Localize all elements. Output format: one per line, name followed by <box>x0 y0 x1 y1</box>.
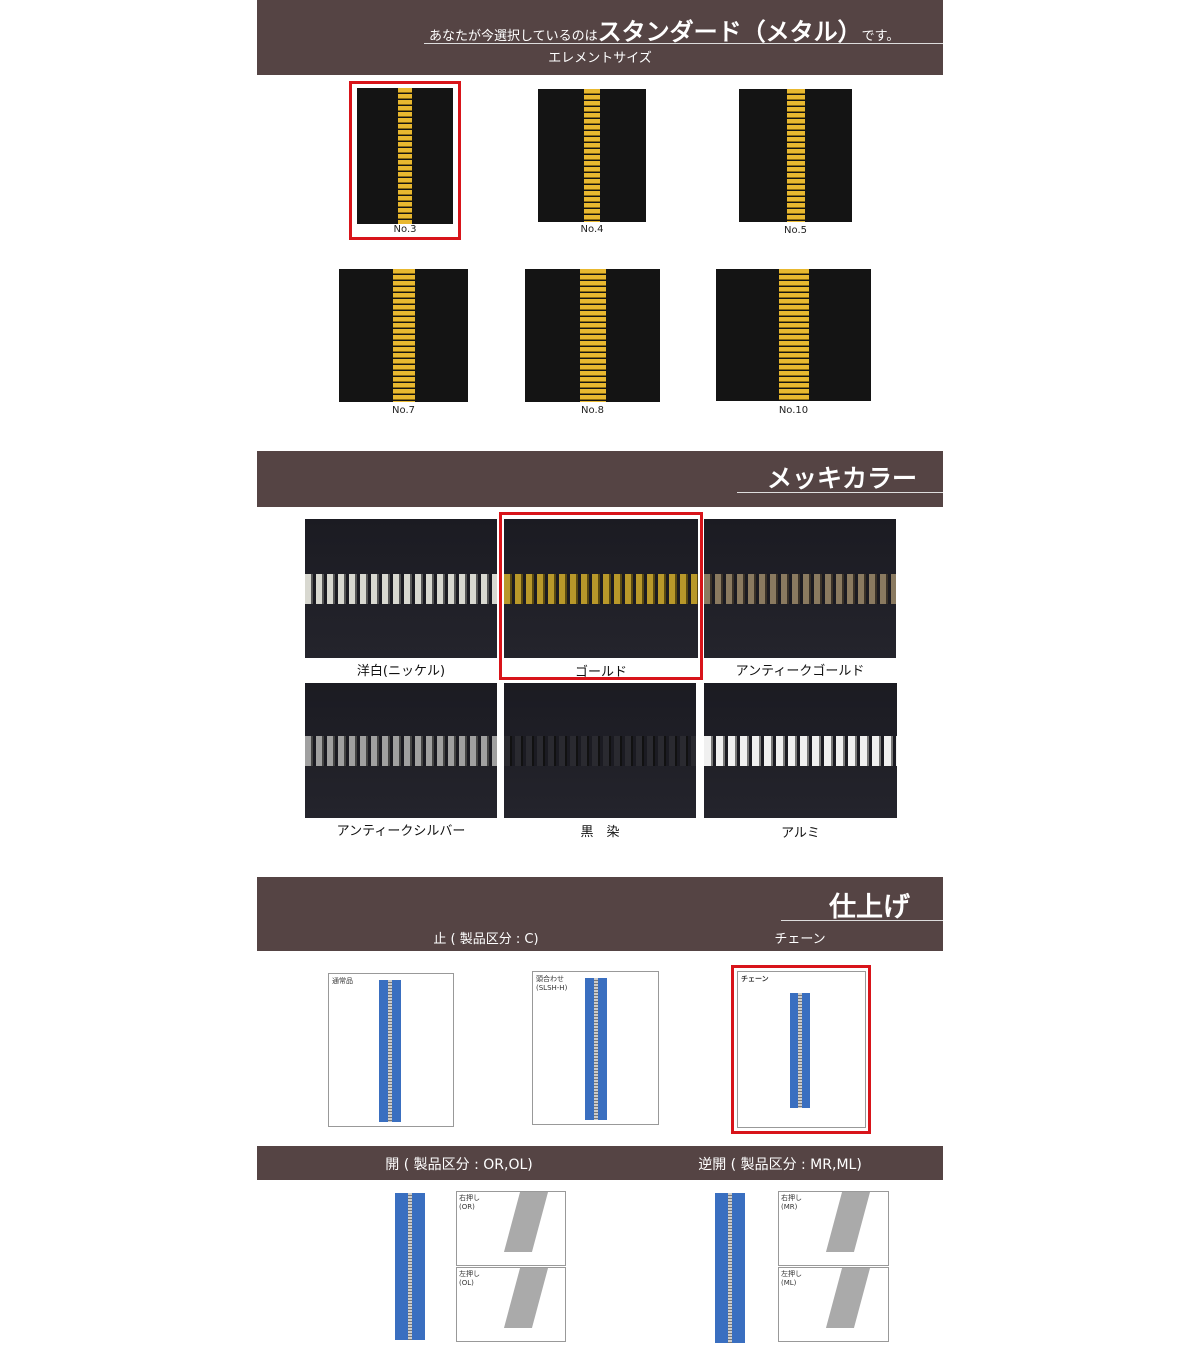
finish-option-standard[interactable]: 通常品 <box>328 973 454 1127</box>
diagram-caption: 左押し <box>459 1270 480 1278</box>
open-type-left: 開 ( 製品区分 : OR,OL) <box>385 1157 533 1173</box>
color-label: アンティークシルバー <box>336 824 466 839</box>
zipper-image <box>379 980 401 1122</box>
finish-option-head-to-head[interactable]: 頭合わせ(SLSH-H) <box>532 971 659 1125</box>
finish-caption-code: (SLSH-H) <box>536 984 568 992</box>
size-label: No.5 <box>784 225 807 236</box>
diagram-code: (ML) <box>781 1279 797 1287</box>
header-finish: 仕上げ 止 ( 製品区分 : C) チェーン <box>257 877 943 951</box>
section-subtitle: エレメントサイズ <box>548 51 652 66</box>
size-label: No.3 <box>393 224 417 235</box>
color-option-gold[interactable] <box>504 519 698 658</box>
diagram-mr: 右押し(MR) <box>778 1191 889 1266</box>
selected-highlight <box>731 965 871 1134</box>
hand-diagram <box>825 1268 871 1328</box>
color-option-antique-silver[interactable] <box>305 683 497 818</box>
divider <box>737 492 943 493</box>
size-option-no7[interactable] <box>339 269 468 402</box>
diagram-code: (OR) <box>459 1203 475 1211</box>
color-label: 黒 染 <box>580 825 620 840</box>
diagram-code: (OL) <box>459 1279 474 1287</box>
open-type-right: 逆開 ( 製品区分 : MR,ML) <box>698 1157 862 1173</box>
finish-caption: 頭合わせ <box>536 975 564 983</box>
diagram-or: 右押し(OR) <box>456 1191 566 1266</box>
selected-highlight <box>499 512 703 680</box>
color-option-aluminum[interactable] <box>704 683 897 818</box>
hand-diagram <box>825 1192 871 1252</box>
finish-caption: チェーン <box>741 975 769 983</box>
selection-text: あなたが今選択しているのはスタンダード（メタル）です。 <box>429 12 899 47</box>
finish-caption: 通常品 <box>332 977 353 985</box>
selection-suffix: です。 <box>861 29 900 44</box>
color-option-black[interactable] <box>504 683 696 818</box>
diagram-ml: 左押し(ML) <box>778 1267 889 1342</box>
divider <box>424 43 943 44</box>
open-zipper-image <box>395 1193 425 1340</box>
color-label: 洋白(ニッケル) <box>356 664 446 679</box>
finish-subtitle-right: チェーン <box>774 932 826 947</box>
zipper-image <box>790 993 810 1108</box>
color-option-antique-gold[interactable] <box>704 519 896 658</box>
size-option-no5[interactable] <box>739 89 852 222</box>
open-type-bar: 開 ( 製品区分 : OR,OL) 逆開 ( 製品区分 : MR,ML) <box>257 1146 943 1180</box>
color-option-nickel[interactable] <box>305 519 497 658</box>
finish-subtitle-left: 止 ( 製品区分 : C) <box>433 932 539 947</box>
section-title: 仕上げ <box>829 892 910 923</box>
size-label: No.10 <box>778 405 809 416</box>
color-label: アルミ <box>781 826 820 841</box>
size-label: No.4 <box>580 224 604 235</box>
selected-highlight <box>349 81 461 240</box>
section-title: メッキカラー <box>766 464 917 493</box>
size-option-no8[interactable] <box>525 269 660 402</box>
diagram-caption: 右押し <box>459 1194 480 1202</box>
diagram-caption: 左押し <box>781 1270 802 1278</box>
divider <box>781 920 943 921</box>
size-option-no3[interactable] <box>357 88 453 224</box>
header-selection: あなたが今選択しているのはスタンダード（メタル）です。 エレメントサイズ <box>257 0 943 75</box>
diagram-caption: 右押し <box>781 1194 802 1202</box>
color-label: ゴールド <box>574 665 627 680</box>
reverse-open-zipper-image <box>715 1193 745 1343</box>
size-label: No.7 <box>392 405 415 416</box>
selection-prefix: あなたが今選択しているのは <box>429 29 598 44</box>
finish-option-chain[interactable]: チェーン <box>737 971 866 1128</box>
header-plating-color: メッキカラー <box>257 451 943 507</box>
diagram-ol: 左押し(OL) <box>456 1267 566 1342</box>
diagram-code: (MR) <box>781 1203 798 1211</box>
hand-diagram <box>503 1192 549 1252</box>
selected-product: スタンダード（メタル） <box>597 18 862 46</box>
color-label: アンティークゴールド <box>735 664 865 679</box>
zipper-image <box>585 978 607 1120</box>
size-label: No.8 <box>581 405 604 416</box>
size-option-no10[interactable] <box>716 269 871 401</box>
hand-diagram <box>503 1268 549 1328</box>
size-option-no4[interactable] <box>538 89 646 222</box>
